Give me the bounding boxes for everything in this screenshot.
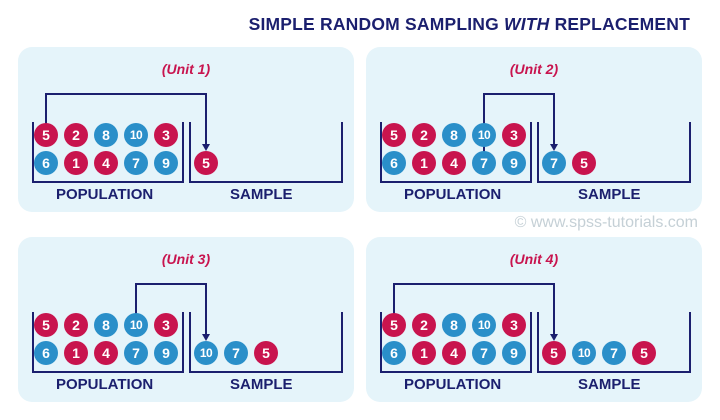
population-container xyxy=(32,312,184,373)
ball-5: 5 xyxy=(254,341,278,365)
sample-container xyxy=(189,312,343,373)
diagram-lines xyxy=(32,283,343,373)
ball-4: 4 xyxy=(94,341,118,365)
ball-3: 3 xyxy=(154,313,178,337)
ball-7: 7 xyxy=(602,341,626,365)
sample-container xyxy=(537,312,691,373)
ball-5: 5 xyxy=(34,123,58,147)
sample-label: SAMPLE xyxy=(230,186,293,203)
ball-10: 10 xyxy=(124,313,148,337)
ball-7: 7 xyxy=(472,341,496,365)
title-emphasis: WITH xyxy=(504,14,550,34)
ball-7: 7 xyxy=(124,341,148,365)
selection-arrow xyxy=(393,283,555,336)
ball-5: 5 xyxy=(34,313,58,337)
selection-arrow xyxy=(135,283,207,336)
unit-label: (Unit 1) xyxy=(161,61,211,77)
ball-10: 10 xyxy=(124,123,148,147)
ball-6: 6 xyxy=(34,341,58,365)
ball-9: 9 xyxy=(502,151,526,175)
ball-6: 6 xyxy=(382,341,406,365)
ball-5: 5 xyxy=(632,341,656,365)
ball-4: 4 xyxy=(442,341,466,365)
ball-3: 3 xyxy=(154,123,178,147)
population-container xyxy=(32,122,184,183)
sample-label: SAMPLE xyxy=(578,376,641,393)
ball-1: 1 xyxy=(412,341,436,365)
sample-container xyxy=(537,122,691,183)
ball-4: 4 xyxy=(442,151,466,175)
ball-2: 2 xyxy=(412,313,436,337)
population-label: POPULATION xyxy=(56,376,154,393)
sample-container xyxy=(189,122,343,183)
arrow-head xyxy=(202,334,210,341)
arrow-head xyxy=(550,334,558,341)
diagram-lines xyxy=(32,93,343,183)
ball-1: 1 xyxy=(64,341,88,365)
ball-10: 10 xyxy=(194,341,218,365)
population-label: POPULATION xyxy=(56,186,154,203)
sample-label: SAMPLE xyxy=(230,376,293,393)
ball-1: 1 xyxy=(412,151,436,175)
ball-10: 10 xyxy=(472,123,496,147)
ball-10: 10 xyxy=(472,313,496,337)
ball-9: 9 xyxy=(502,341,526,365)
ball-9: 9 xyxy=(154,151,178,175)
population-container xyxy=(380,122,532,183)
sample-label: SAMPLE xyxy=(578,186,641,203)
ball-7: 7 xyxy=(224,341,248,365)
population-container xyxy=(380,312,532,373)
selection-arrow xyxy=(45,93,207,146)
watermark: © www.spss-tutorials.com xyxy=(514,214,698,231)
ball-3: 3 xyxy=(502,123,526,147)
ball-8: 8 xyxy=(94,123,118,147)
ball-6: 6 xyxy=(382,151,406,175)
ball-5: 5 xyxy=(382,123,406,147)
unit-label: (Unit 4) xyxy=(509,251,559,267)
ball-10: 10 xyxy=(572,341,596,365)
ball-7: 7 xyxy=(124,151,148,175)
ball-5: 5 xyxy=(194,151,218,175)
ball-1: 1 xyxy=(64,151,88,175)
ball-5: 5 xyxy=(572,151,596,175)
ball-3: 3 xyxy=(502,313,526,337)
ball-6: 6 xyxy=(34,151,58,175)
ball-5: 5 xyxy=(382,313,406,337)
ball-4: 4 xyxy=(94,151,118,175)
ball-8: 8 xyxy=(442,313,466,337)
diagram-lines xyxy=(380,283,691,373)
ball-7: 7 xyxy=(472,151,496,175)
ball-5: 5 xyxy=(542,341,566,365)
ball-8: 8 xyxy=(442,123,466,147)
page-title: SIMPLE RANDOM SAMPLING WITH REPLACEMENT xyxy=(249,14,690,35)
ball-8: 8 xyxy=(94,313,118,337)
ball-2: 2 xyxy=(412,123,436,147)
unit-label: (Unit 2) xyxy=(509,61,559,77)
population-label: POPULATION xyxy=(404,186,502,203)
ball-7: 7 xyxy=(542,151,566,175)
title-suffix: REPLACEMENT xyxy=(549,14,690,34)
population-label: POPULATION xyxy=(404,376,502,393)
title-prefix: SIMPLE RANDOM SAMPLING xyxy=(248,14,505,34)
ball-9: 9 xyxy=(154,341,178,365)
unit-label: (Unit 3) xyxy=(161,251,211,267)
arrow-head xyxy=(202,144,210,151)
arrow-head xyxy=(550,144,558,151)
ball-2: 2 xyxy=(64,313,88,337)
ball-2: 2 xyxy=(64,123,88,147)
